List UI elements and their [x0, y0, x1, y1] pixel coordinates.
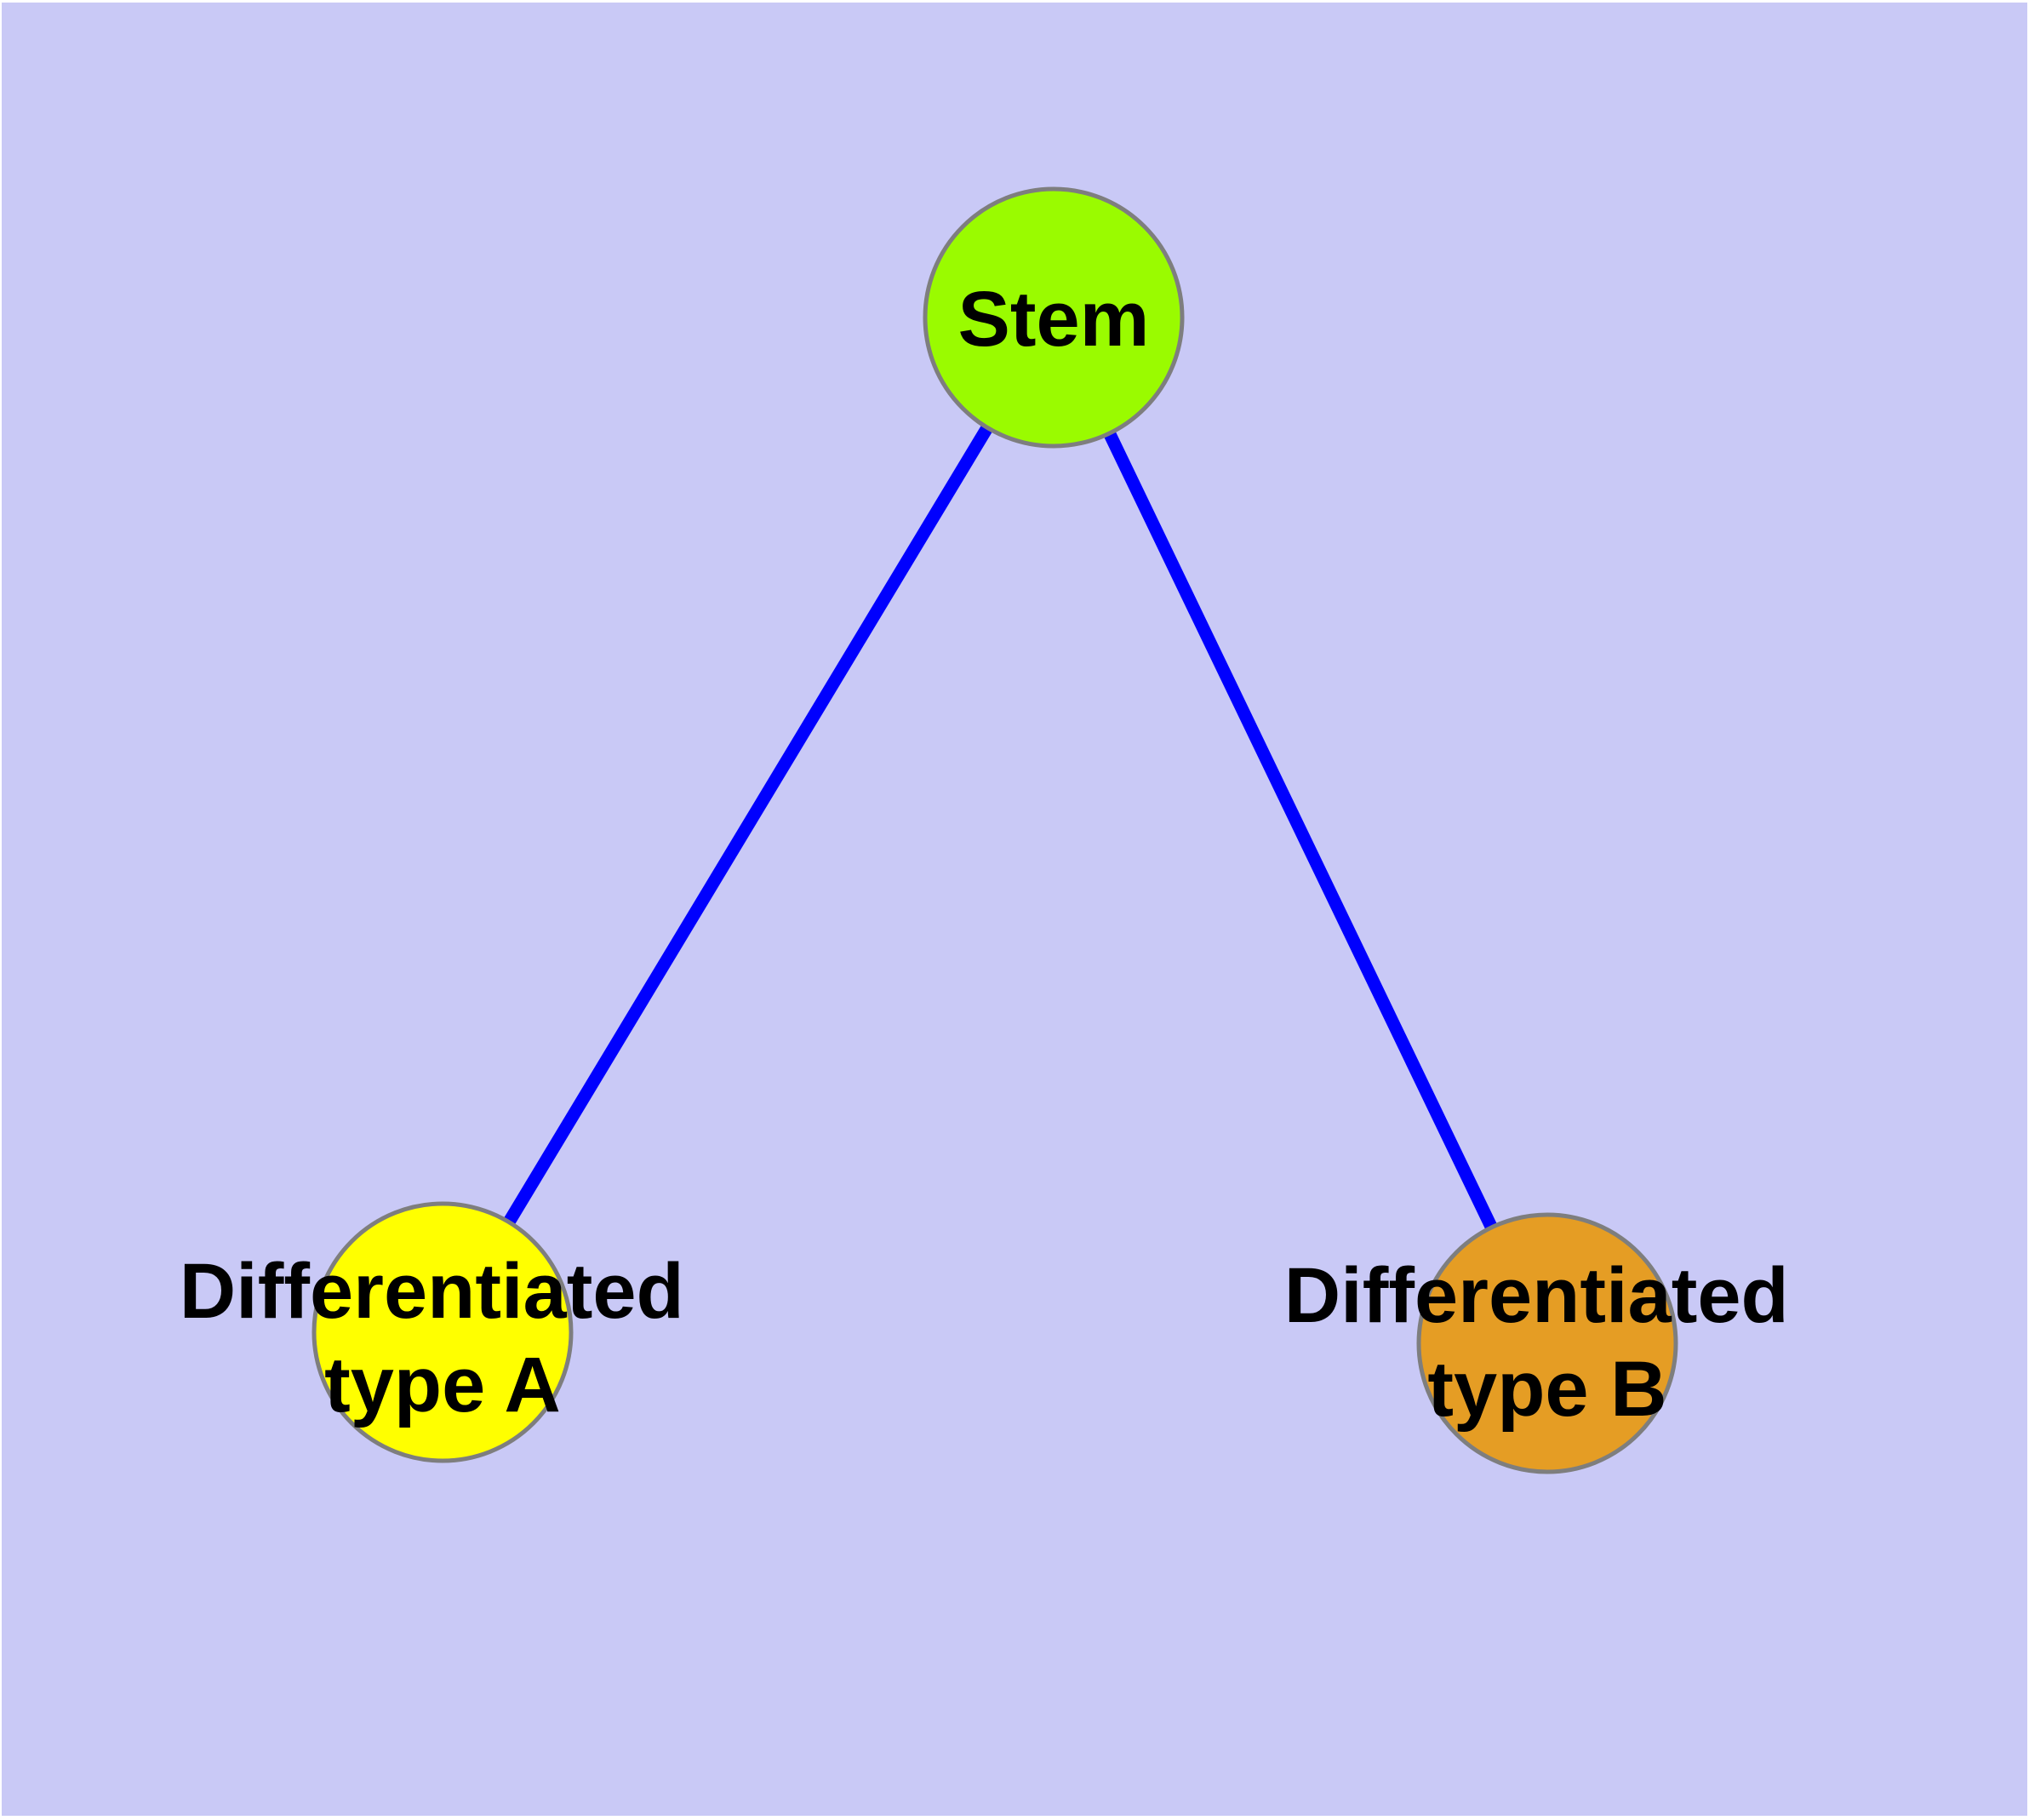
- node-type-a-label: Differentiated type A: [180, 1248, 706, 1428]
- node-type-a-label-line1: Differentiated: [180, 1248, 684, 1335]
- node-type-a-label-line2: type A: [324, 1342, 561, 1428]
- node-stem-label: Stem: [958, 276, 1150, 363]
- node-stem-circle: [923, 186, 1185, 449]
- node-type-b-label-line2: type B: [1427, 1346, 1666, 1433]
- node-type-b-circle: [1416, 1212, 1678, 1474]
- edge-stem-to-type-b: [1048, 314, 1553, 1347]
- node-type-b-label-line1: Differentiated: [1284, 1252, 1789, 1339]
- node-type-b-label: Differentiated type B: [1284, 1252, 1811, 1433]
- edge-stem-to-type-a: [437, 314, 1060, 1336]
- node-type-a-circle: [311, 1201, 574, 1463]
